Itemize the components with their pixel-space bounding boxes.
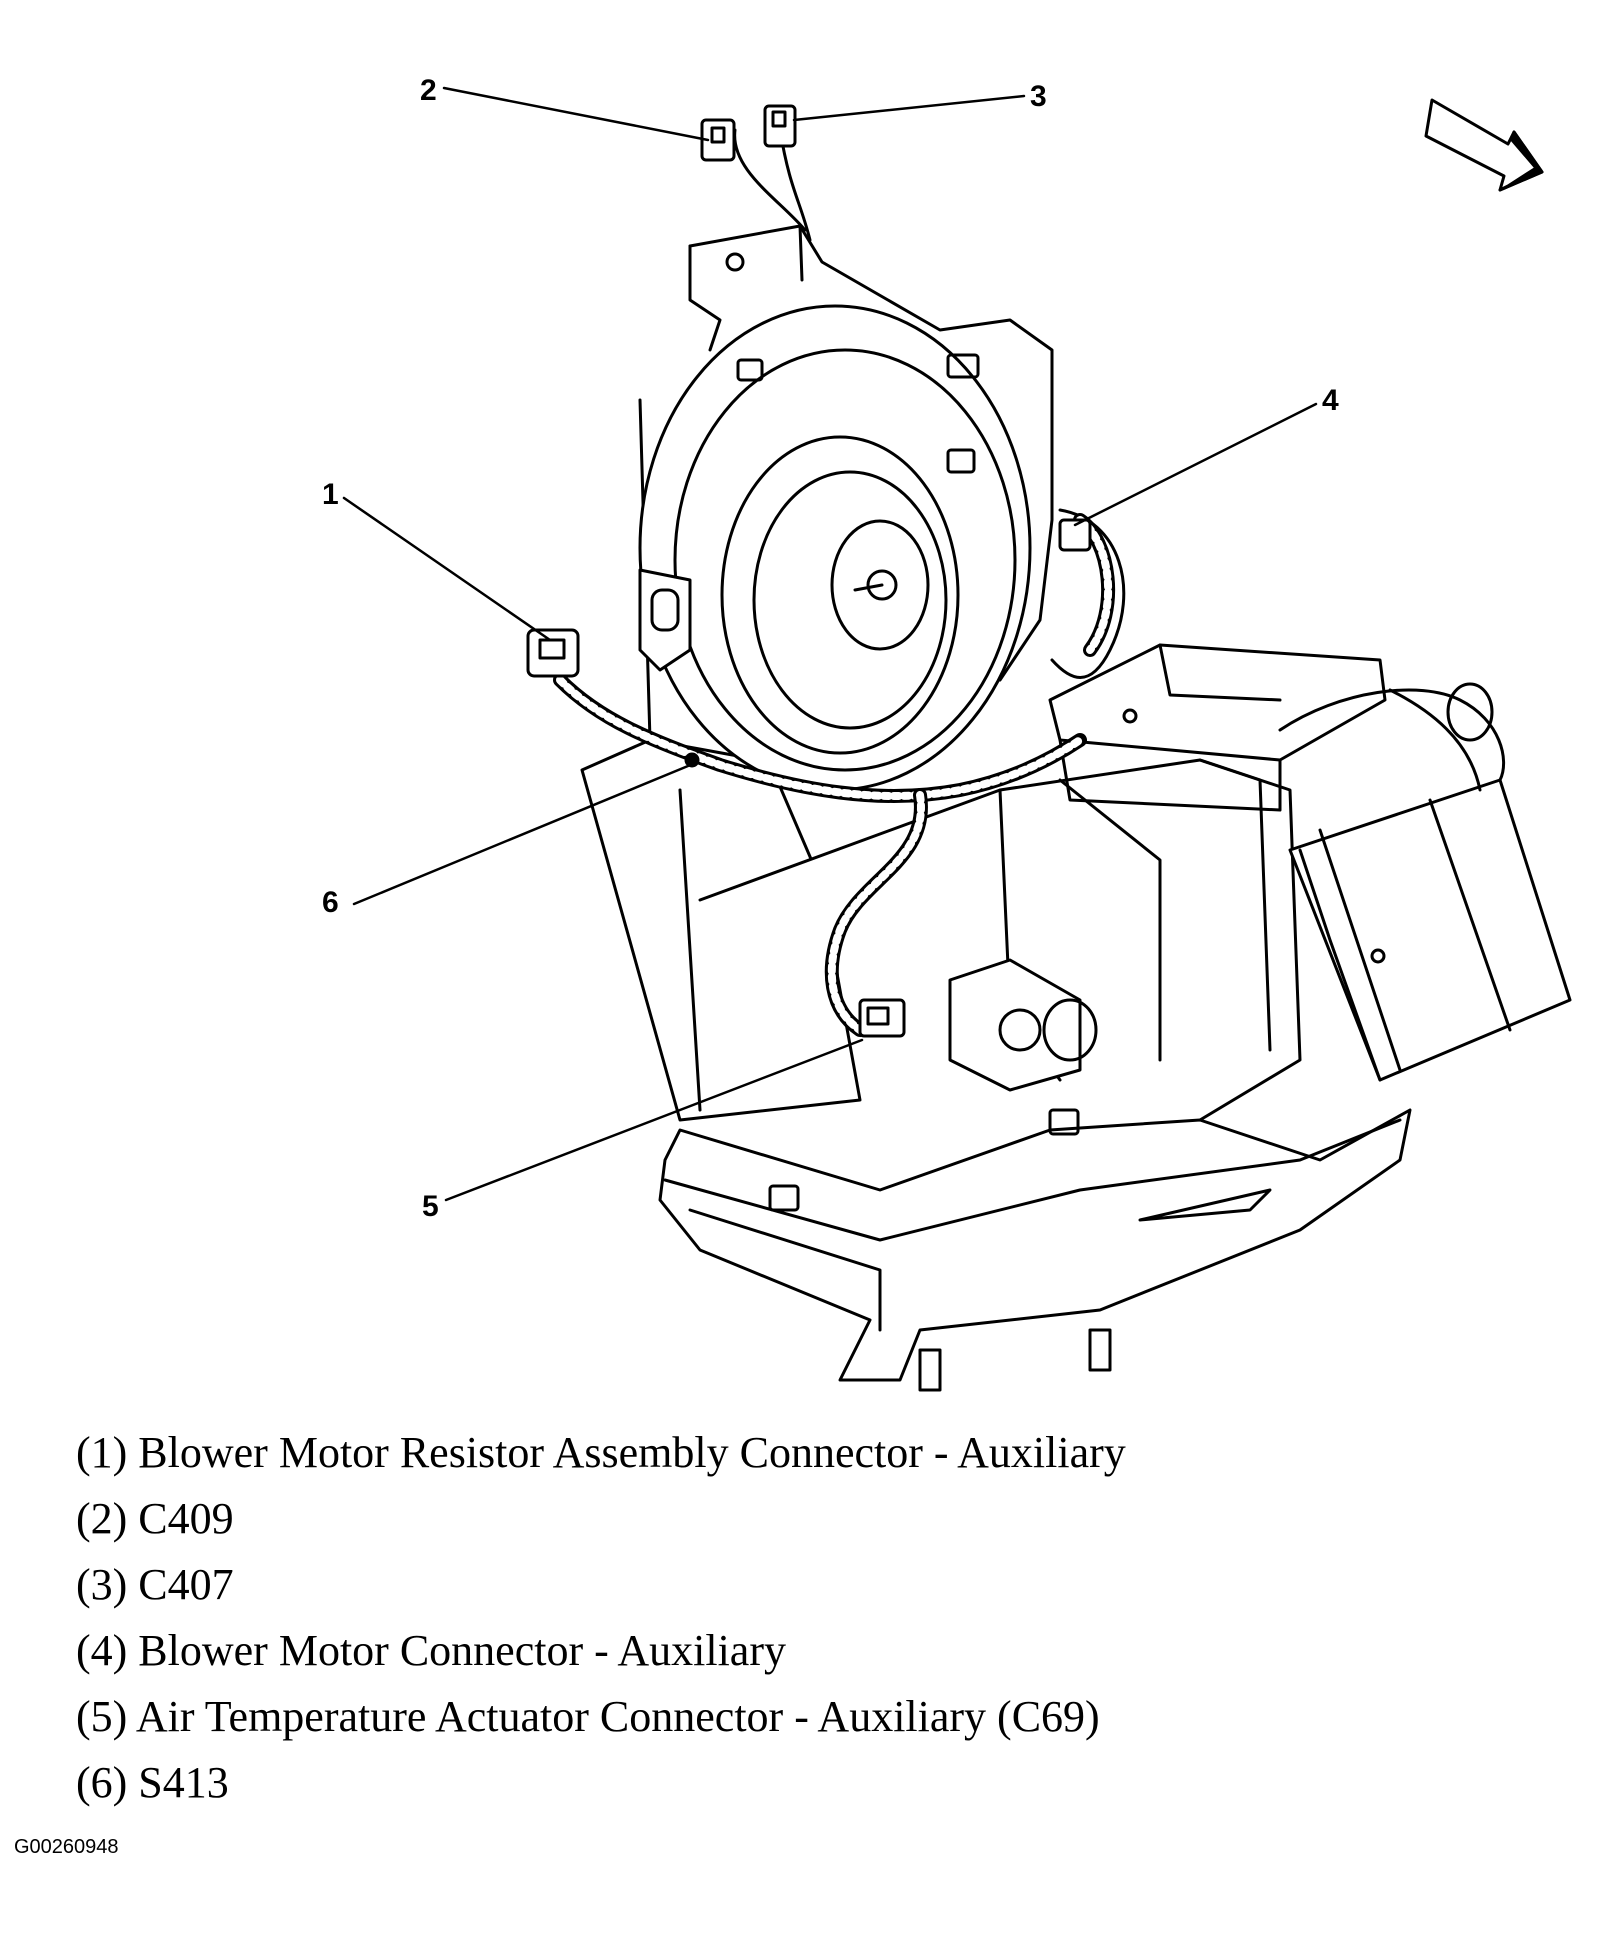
hvac-case [658, 758, 1412, 1392]
direction-arrow-icon [1424, 98, 1544, 192]
blower-housing [580, 224, 1126, 1122]
legend-item: (4) Blower Motor Connector - Auxiliary [76, 1626, 786, 1675]
resistor-mount [638, 568, 692, 672]
legend-item: (5) Air Temperature Actuator Connector -… [76, 1692, 1100, 1741]
callout-1: 1 [322, 478, 339, 511]
connector-blower-motor-icon [1058, 518, 1092, 552]
leader-lines [342, 86, 1318, 1202]
connector-c407-icon [763, 104, 797, 148]
callout-2: 2 [420, 74, 437, 107]
legend-item: (2) C409 [76, 1494, 234, 1543]
wiring-harness [553, 128, 1116, 1037]
hvac-module-diagram: 1 2 3 4 5 6 [322, 74, 1572, 1392]
connector-resistor-icon [526, 628, 580, 678]
legend-item: (1) Blower Motor Resistor Assembly Conne… [76, 1428, 1126, 1477]
heater-core [1278, 682, 1572, 1082]
figure-id: G00260948 [14, 1836, 119, 1858]
legend-item: (3) C407 [76, 1560, 234, 1609]
callout-4: 4 [1322, 384, 1339, 417]
filter-door [1048, 643, 1387, 812]
connector-actuator-icon [858, 998, 906, 1038]
legend-list: (1) Blower Motor Resistor Assembly Conne… [76, 1420, 1126, 1816]
splice-s413-icon [684, 752, 700, 768]
callout-3: 3 [1030, 80, 1047, 113]
callout-6: 6 [322, 886, 339, 919]
callout-5: 5 [422, 1190, 439, 1223]
legend-item: (6) S413 [76, 1758, 229, 1807]
